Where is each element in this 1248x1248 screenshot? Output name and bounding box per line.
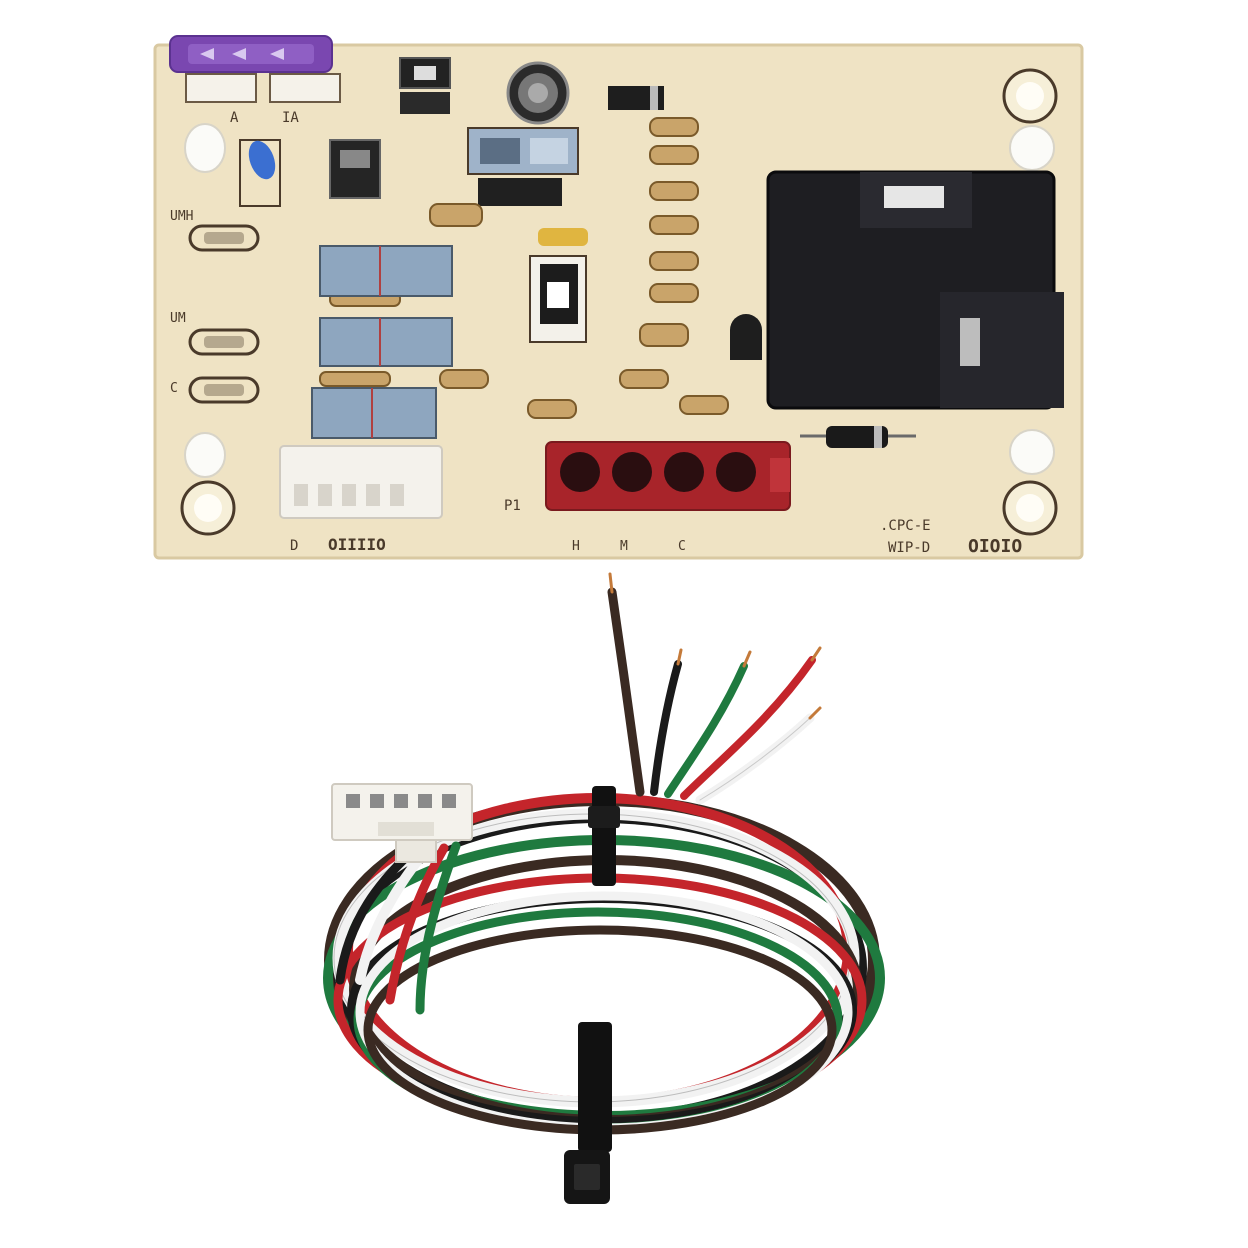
resistor-array: [319, 117, 729, 419]
rectifier-diode: [800, 426, 916, 448]
power-relay: [766, 170, 1064, 410]
to92-transistor: [730, 314, 762, 360]
wire-lead-green: [664, 662, 748, 798]
mounting-hole-bottom-left: [180, 480, 236, 536]
terminal-umh: UMH: [170, 209, 260, 252]
zip-tie-top: [588, 786, 620, 886]
red-p1-connector: [545, 441, 791, 511]
zip-tie-bottom: [564, 1022, 612, 1204]
optocoupler: [467, 127, 579, 175]
terminal-c: C: [170, 376, 260, 404]
wire-lead-red: [680, 656, 816, 800]
terminal-label-umh: UMH: [170, 209, 193, 224]
harness-connector: [331, 783, 473, 863]
standoff-left-top: [184, 123, 226, 173]
transistor-mid: [478, 178, 562, 206]
electrolytic-capacitor: [506, 61, 570, 125]
ic-chip: [529, 255, 587, 343]
mounting-hole-top-right: [1002, 68, 1058, 124]
ic-mid-left: [329, 139, 381, 199]
label-d: D: [290, 538, 298, 554]
label-code-bottom: OIIIIO: [328, 535, 386, 554]
standoff-right-bottom: [1009, 429, 1055, 475]
wire-leads: [607, 587, 816, 805]
terminal-um: UM: [170, 311, 260, 356]
standoff-right-top: [1009, 125, 1055, 171]
label-pin-h: H: [572, 539, 580, 554]
diode-top: [608, 86, 664, 110]
wire-harness: [323, 572, 885, 1204]
blue-ceramic-capacitor: [239, 139, 281, 207]
transistor-top-left: [399, 57, 451, 114]
fuse-clip-left: [185, 73, 257, 103]
label-pin-m: M: [620, 539, 628, 554]
fuse-label-a: A: [230, 110, 239, 126]
wire-tips: [608, 572, 822, 720]
label-corner-bottom: WIP-D: [888, 540, 930, 556]
label-p1: P1: [504, 498, 521, 514]
label-corner-right: OIOIO: [968, 536, 1022, 557]
wire-lead-brown: [607, 587, 645, 797]
white-header-connector: [279, 445, 443, 519]
label-corner-top: .CPC-E: [880, 518, 931, 534]
fuse-clip-right: [269, 73, 341, 103]
fuse-label-ia: IA: [282, 110, 299, 126]
blade-fuse: [169, 35, 333, 73]
terminal-label-um: UM: [170, 311, 186, 326]
standoff-left-bottom: [184, 432, 226, 478]
control-board: A IA UMH UM C: [153, 35, 1084, 560]
label-pin-c: C: [678, 539, 686, 554]
wire-lead-black: [650, 660, 682, 796]
terminal-label-c: C: [170, 381, 178, 396]
mounting-hole-bottom-right: [1002, 480, 1058, 536]
film-capacitor-bank: [311, 245, 453, 439]
yellow-capacitor: [538, 228, 588, 246]
